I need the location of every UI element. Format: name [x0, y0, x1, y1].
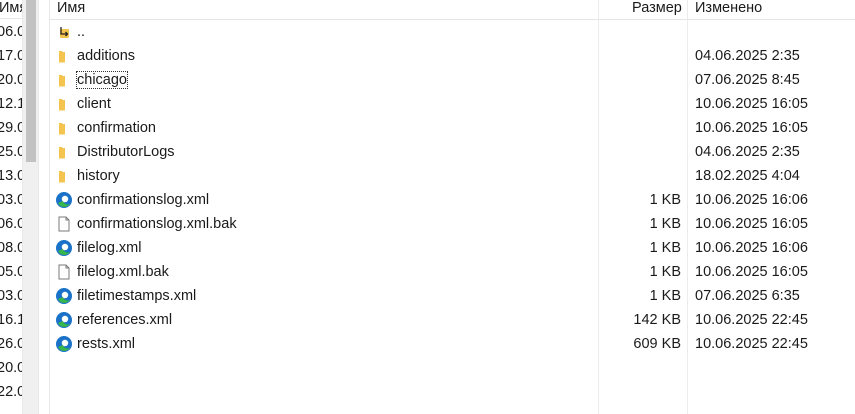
- file-name[interactable]: DistributorLogs: [77, 144, 175, 160]
- file-name[interactable]: client: [77, 96, 111, 112]
- file-modified-date: 18.02.2025 4:04: [695, 168, 800, 184]
- file-name[interactable]: filelog.xml.bak: [77, 264, 169, 280]
- column-header-modified[interactable]: Изменено: [695, 0, 763, 16]
- parent-folder-icon: [55, 23, 73, 41]
- file-name[interactable]: rests.xml: [77, 336, 135, 352]
- left-pane-date-cell[interactable]: 03.0: [0, 192, 22, 208]
- left-pane-date-cell[interactable]: 25.0: [0, 144, 22, 160]
- file-modified-date: 10.06.2025 22:45: [695, 336, 808, 352]
- column-separator[interactable]: [598, 0, 599, 414]
- folder-icon: [55, 119, 73, 137]
- left-pane-date-cell[interactable]: 16.1: [0, 312, 22, 328]
- edge-xml-icon: [55, 239, 73, 257]
- file-modified-date: 04.06.2025 2:35: [695, 144, 800, 160]
- file-row[interactable]: filelog.xml.bak 1 KB 10.06.2025 16:05: [50, 260, 855, 284]
- folder-icon: [55, 47, 73, 65]
- edge-xml-icon: [55, 311, 73, 329]
- file-name[interactable]: history: [77, 168, 120, 184]
- file-name[interactable]: filelog.xml: [77, 240, 142, 256]
- left-pane-date-cell[interactable]: 05.0: [0, 264, 22, 280]
- column-header-size[interactable]: Размер: [632, 0, 682, 16]
- left-pane-header[interactable]: Имя: [0, 0, 22, 19]
- file-list-pane: Имя Размер Изменено .. additions 04.06.202…: [50, 0, 855, 414]
- file-row[interactable]: filelog.xml 1 KB 10.06.2025 16:06: [50, 236, 855, 260]
- column-separator[interactable]: [687, 0, 688, 414]
- file-row[interactable]: chicago 07.06.2025 8:45: [50, 68, 855, 92]
- file-name[interactable]: chicago: [76, 71, 128, 89]
- file-row[interactable]: additions 04.06.2025 2:35: [50, 44, 855, 68]
- edge-xml-icon: [55, 335, 73, 353]
- file-row[interactable]: confirmation 10.06.2025 16:05: [50, 116, 855, 140]
- left-pane-date-cell[interactable]: 13.0: [0, 168, 22, 184]
- left-pane-date-cell[interactable]: 06.0: [0, 24, 22, 40]
- edge-xml-icon: [55, 191, 73, 209]
- left-pane-scrollbar[interactable]: [22, 0, 39, 414]
- file-name[interactable]: confirmation: [77, 120, 156, 136]
- file-modified-date: 10.06.2025 16:05: [695, 264, 808, 280]
- file-modified-date: 10.06.2025 16:06: [695, 240, 808, 256]
- file-modified-date: 07.06.2025 6:35: [695, 288, 800, 304]
- file-modified-date: 07.06.2025 8:45: [695, 72, 800, 88]
- left-pane-date-cell[interactable]: 08.0: [0, 240, 22, 256]
- file-modified-date: 10.06.2025 16:06: [695, 192, 808, 208]
- file-row[interactable]: client 10.06.2025 16:05: [50, 92, 855, 116]
- file-name[interactable]: filetimestamps.xml: [77, 288, 197, 304]
- left-pane-date-cell[interactable]: 20.0: [0, 360, 22, 376]
- edge-xml-icon: [55, 287, 73, 305]
- left-pane-date-cell[interactable]: 12.1: [0, 96, 22, 112]
- file-row[interactable]: filetimestamps.xml 1 KB 07.06.2025 6:35: [50, 284, 855, 308]
- file-name[interactable]: confirmationslog.xml: [77, 192, 210, 208]
- file-name[interactable]: references.xml: [77, 312, 173, 328]
- folder-icon: [55, 71, 73, 89]
- pane-splitter[interactable]: [39, 0, 50, 414]
- file-modified-date: 10.06.2025 16:05: [695, 120, 808, 136]
- blank-file-icon: [55, 263, 73, 281]
- blank-file-icon: [55, 215, 73, 233]
- file-row[interactable]: history 18.02.2025 4:04: [50, 164, 855, 188]
- column-header-bar: Имя Размер Изменено: [50, 0, 855, 20]
- folder-icon: [55, 167, 73, 185]
- left-pane-date-cell[interactable]: 03.0: [0, 288, 22, 304]
- scrollbar-thumb[interactable]: [26, 0, 36, 162]
- file-row[interactable]: rests.xml 609 KB 10.06.2025 22:45: [50, 332, 855, 356]
- left-pane-date-cell[interactable]: 26.0: [0, 336, 22, 352]
- left-pane-date-cell[interactable]: 20.0: [0, 72, 22, 88]
- file-size: 142 KB: [633, 312, 681, 328]
- left-pane-date-cell[interactable]: 17.0: [0, 48, 22, 64]
- file-name[interactable]: additions: [77, 48, 136, 64]
- file-row[interactable]: confirmationslog.xml 1 KB 10.06.2025 16:06: [50, 188, 855, 212]
- file-row[interactable]: references.xml 142 KB 10.06.2025 22:45: [50, 308, 855, 332]
- file-size: 1 KB: [649, 216, 681, 232]
- file-row[interactable]: ..: [50, 20, 855, 44]
- file-modified-date: 10.06.2025 16:05: [695, 96, 808, 112]
- folder-icon: [55, 95, 73, 113]
- left-pane-date-cell[interactable]: 06.0: [0, 216, 22, 232]
- file-size: 1 KB: [649, 264, 681, 280]
- file-name[interactable]: ..: [77, 24, 86, 40]
- file-row[interactable]: confirmationslog.xml.bak 1 KB 10.06.2025 1…: [50, 212, 855, 236]
- file-size: 609 KB: [633, 336, 681, 352]
- file-size: 1 KB: [649, 192, 681, 208]
- left-pane-date-cell[interactable]: 29.0: [0, 120, 22, 136]
- left-file-pane: Имя 06.0 17.0 20.0 12.1 29.0 25.0 13.0 03.0 06.0…: [0, 0, 22, 414]
- folder-icon: [55, 143, 73, 161]
- file-modified-date: 10.06.2025 22:45: [695, 312, 808, 328]
- column-header-name[interactable]: Имя: [57, 0, 86, 16]
- file-size: 1 KB: [649, 240, 681, 256]
- file-row[interactable]: DistributorLogs 04.06.2025 2:35: [50, 140, 855, 164]
- file-size: 1 KB: [649, 288, 681, 304]
- file-modified-date: 04.06.2025 2:35: [695, 48, 800, 64]
- file-modified-date: 10.06.2025 16:05: [695, 216, 808, 232]
- left-pane-header-label: Имя: [0, 0, 22, 16]
- left-pane-date-cell[interactable]: 22.0: [0, 384, 22, 400]
- file-name[interactable]: confirmationslog.xml.bak: [77, 216, 237, 232]
